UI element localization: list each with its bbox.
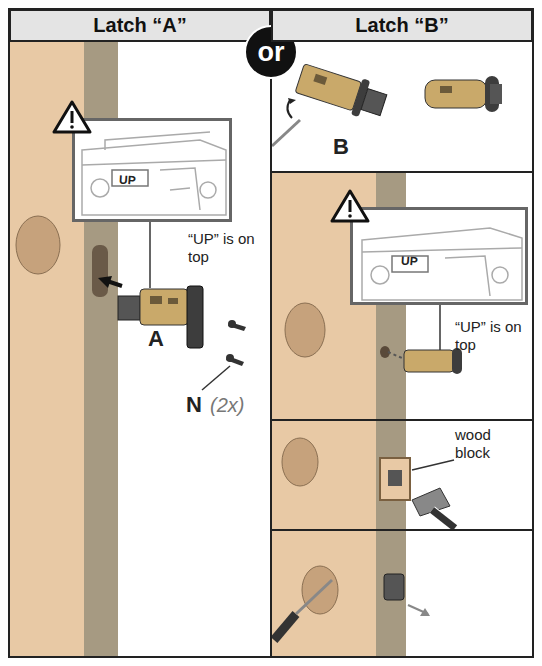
part-letter: B [333,134,349,160]
latch-sketch [362,228,522,300]
latch-sketch [82,132,226,215]
screwdriver [272,98,300,146]
bore-hole [16,216,60,274]
leader-line [149,222,151,288]
frame [9,9,533,657]
bore-hole [285,303,325,357]
screws [226,320,246,366]
header-cell: Latch “B” [271,9,533,42]
node-text: UP [401,253,419,268]
bore-hole [282,438,318,486]
header-cell: Latch “A” [9,9,271,42]
quantity: (2x) [210,394,244,417]
note-text: wood block [455,426,517,462]
panel-bg [271,42,533,172]
part-letter: N [186,392,202,418]
leader-line [439,305,441,352]
note-text: “UP” is on top [455,318,531,354]
warning-inset: UP [72,118,232,222]
screwdriver [274,580,332,640]
latch-b-new [425,76,502,112]
latch-b-old [294,60,389,123]
warning-triangle [332,191,368,221]
inset-bg [72,118,232,222]
wood-block-hammer [380,458,455,528]
warning-triangle [54,102,90,132]
latch-b [388,348,462,374]
note-text: “UP” is on top [188,230,264,266]
node-text: UP [119,172,137,187]
latch-recess [92,245,108,297]
leader-line [412,460,454,470]
inset-bg [350,207,528,305]
node-text: Latch “B” [273,11,531,40]
part-letter: A [148,326,164,352]
node-text: Latch “A” [11,11,269,40]
leader-line [202,366,230,390]
warning-inset: UP [350,207,528,305]
latch-face [384,574,430,616]
